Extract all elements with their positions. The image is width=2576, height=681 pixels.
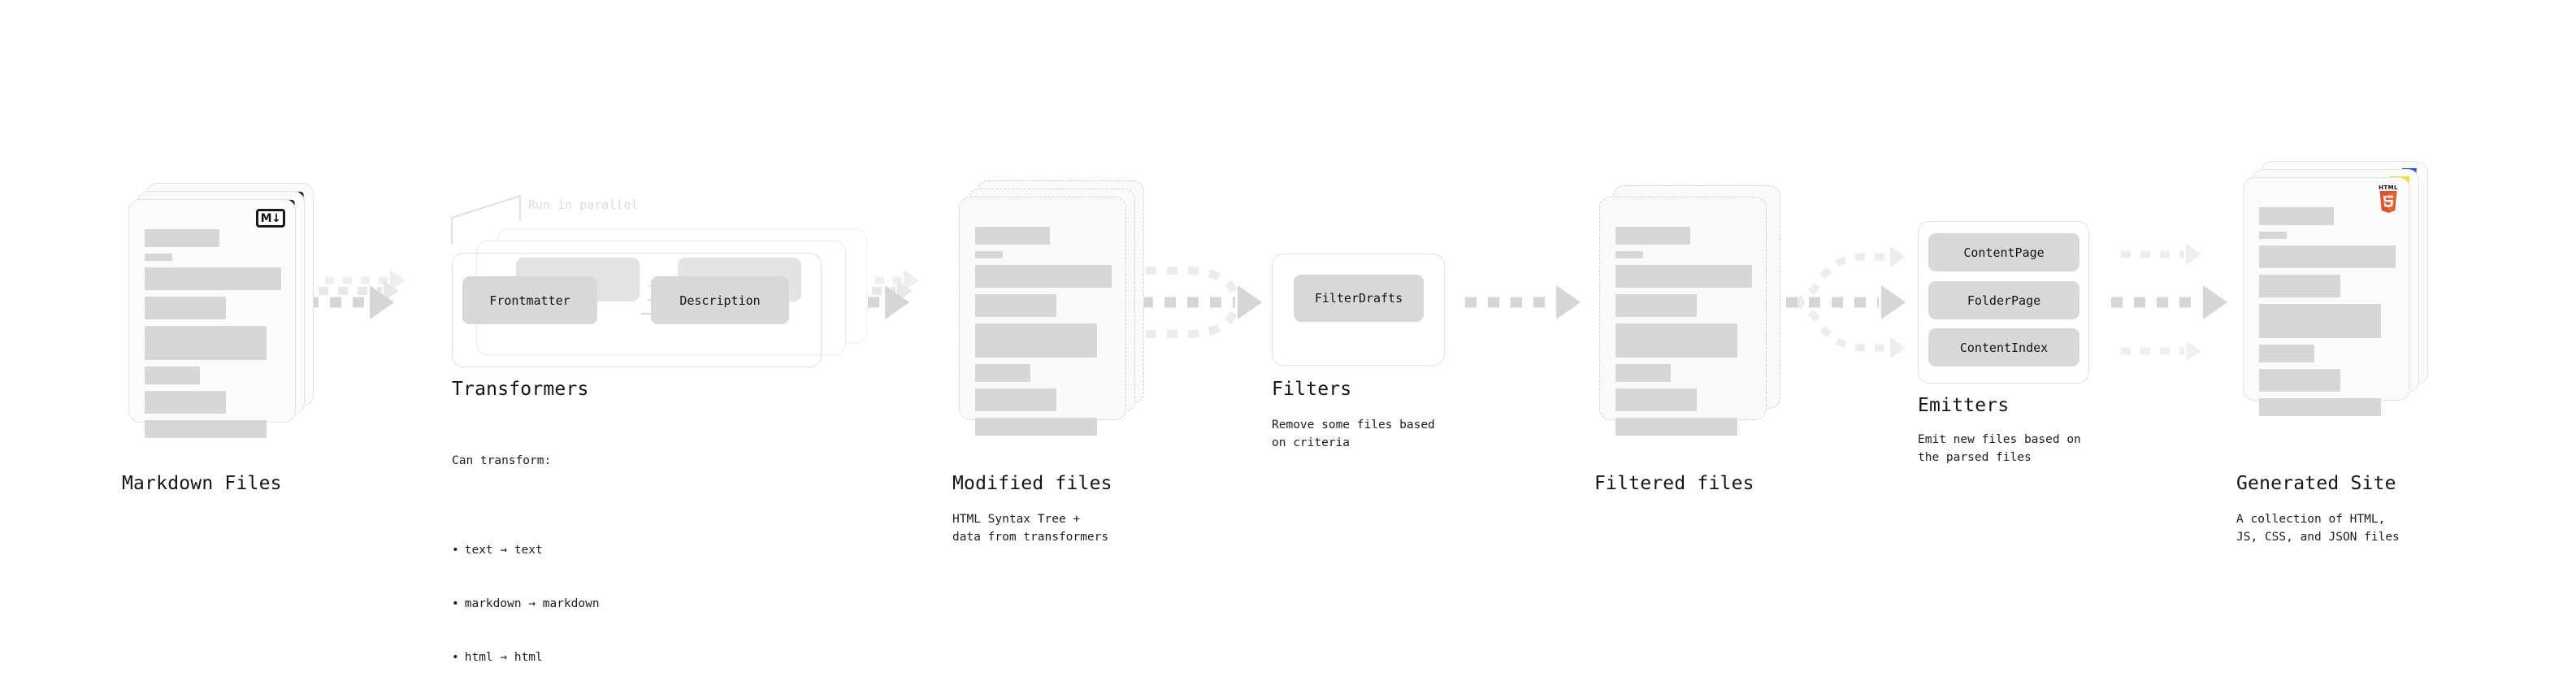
document-content-lines [975, 227, 1112, 442]
stage-title-filtered-files: Filtered files [1594, 473, 1754, 494]
content-bar [2259, 275, 2340, 297]
content-bar [1615, 323, 1737, 358]
run-in-parallel-label: Run in parallel [528, 197, 639, 212]
filters-caption: Remove some files based on criteria [1272, 419, 1435, 450]
content-bar [2259, 232, 2287, 239]
arrow-emitters-to-site [2111, 244, 2227, 362]
content-bar [1615, 364, 1671, 382]
arrow-filtered-to-emitters [1786, 246, 1906, 358]
content-bar [145, 254, 172, 261]
content-bar [1615, 418, 1737, 436]
modified-files-caption: HTML Syntax Tree + data from transformer… [952, 513, 1109, 544]
modified-file-card [959, 197, 1126, 436]
content-bar [1615, 265, 1752, 288]
content-bar [2259, 245, 2396, 268]
content-bar [145, 391, 226, 414]
arrow-modified-to-filters [1142, 267, 1262, 338]
transform-list-item: html → html [452, 648, 600, 666]
stage-title-modified-files: Modified files [952, 473, 1112, 494]
content-bar [2259, 369, 2340, 392]
document-content-lines [145, 229, 282, 445]
transform-list: text → text markdown → markdown html → h… [452, 505, 600, 681]
arrow-md-to-transformers [307, 270, 405, 319]
content-bar [145, 420, 267, 438]
generated-site-caption: A collection of HTML, JS, CSS, and JSON … [2236, 513, 2400, 544]
html5-icon-label: HTML [2379, 184, 2398, 191]
markdown-file-card: M↓ [128, 199, 296, 438]
content-bar [1615, 294, 1697, 317]
transform-list-item: markdown → markdown [452, 595, 600, 613]
stage-title-emitters: Emitters [1918, 395, 2010, 416]
content-bar [975, 323, 1097, 358]
content-bar [145, 367, 200, 384]
content-bar [1615, 251, 1643, 258]
content-bar [975, 294, 1056, 317]
content-bar [1615, 227, 1690, 245]
content-bar [2259, 207, 2334, 225]
content-bar [145, 297, 226, 319]
transform-list-item: text → text [452, 541, 600, 559]
stage-title-markdown-files: Markdown Files [122, 473, 282, 494]
run-in-parallel-brace [451, 194, 521, 244]
content-bar [2259, 304, 2381, 338]
document-content-lines [1615, 227, 1753, 442]
content-bar [975, 418, 1097, 436]
generated-file-card: HTML [2243, 177, 2410, 416]
stage-title-filters: Filters [1272, 379, 1352, 400]
stage-title-transformers: Transformers [452, 379, 589, 400]
content-bar [145, 229, 219, 247]
content-bar [975, 364, 1030, 382]
emitters-caption: Emit new files based on the parsed files [1918, 433, 2081, 465]
emitters-panel: ContentPage FolderPage ContentIndex [1918, 221, 2089, 384]
arrow-filters-to-filtered [1465, 285, 1581, 319]
document-content-lines [2259, 207, 2396, 423]
caption-heading: Can transform: [452, 454, 552, 468]
content-bar [1615, 388, 1697, 411]
transformers-caption: Can transform: text → text markdown → ma… [452, 416, 600, 681]
chip-filterdrafts[interactable]: FilterDrafts [1294, 275, 1424, 322]
chip-contentindex[interactable]: ContentIndex [1928, 328, 2079, 367]
html5-shield [2379, 191, 2397, 213]
content-bar [975, 388, 1056, 411]
html5-icon: HTML [2375, 184, 2401, 214]
content-bar [145, 326, 267, 360]
chip-folderpage[interactable]: FolderPage [1928, 281, 2079, 319]
content-bar [975, 265, 1112, 288]
chip-description[interactable]: Description [651, 276, 789, 324]
filtered-file-card [1599, 197, 1767, 436]
markdown-icon: M↓ [256, 209, 285, 228]
content-bar [2259, 345, 2314, 362]
stage-title-generated-site: Generated Site [2236, 473, 2396, 494]
content-bar [975, 251, 1003, 258]
filters-panel: FilterDrafts [1272, 254, 1445, 366]
chip-contentpage[interactable]: ContentPage [1928, 233, 2079, 271]
transformer-panel: Frontmatter Description [452, 253, 822, 367]
chip-frontmatter[interactable]: Frontmatter [462, 276, 597, 324]
content-bar [975, 227, 1050, 245]
content-bar [2259, 398, 2381, 416]
content-bar [145, 267, 281, 290]
